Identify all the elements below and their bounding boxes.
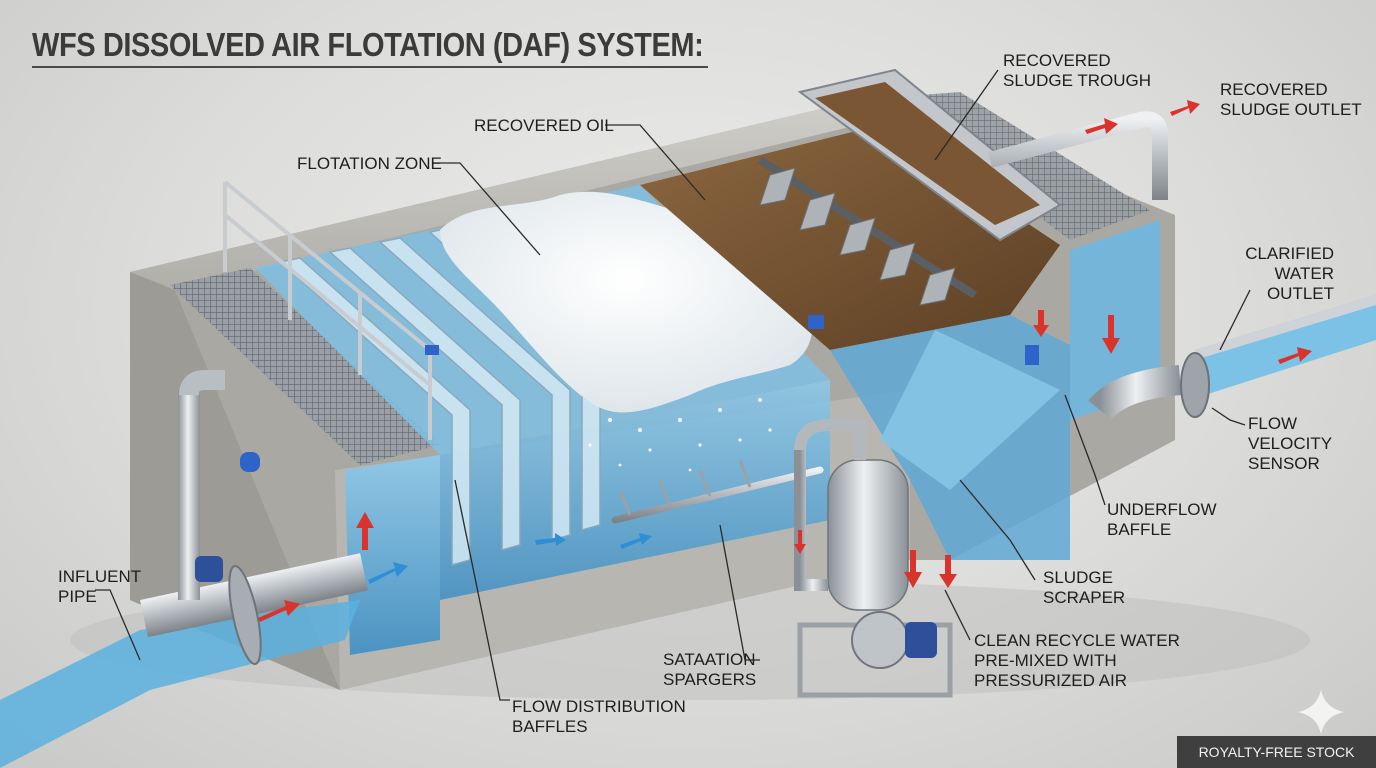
left-walkway-grating [170, 268, 440, 465]
inlet-chamber-water [345, 455, 440, 655]
label-recovered-oil: RECOVERED OIL [474, 116, 614, 135]
watermark-star-icon [1298, 690, 1344, 734]
stock-watermark-banner: ROYALTY-FREE STOCK IMAGE [1177, 736, 1376, 768]
walkway-railing [223, 180, 432, 440]
baffle-channel-water [440, 380, 830, 600]
label-flotation-zone: FLOTATION ZONE [297, 154, 442, 173]
diagram-title: WFS DISSOLVED AIR FLOTATION (DAF) SYSTEM… [32, 26, 704, 63]
flow-arrows [258, 100, 1312, 622]
leader-lines [95, 69, 1251, 701]
saturation-sparger-pipes [611, 466, 824, 524]
scraper-flights [759, 167, 956, 306]
foam-bubbles [588, 398, 772, 472]
clarified-water-outlet-pipe [1088, 295, 1376, 421]
recycle-pump [851, 611, 937, 669]
level-sensors [240, 315, 1039, 472]
tank-top-rim [130, 95, 920, 290]
title-underline [32, 66, 708, 68]
influent-pipe-assembly [0, 370, 368, 768]
sparger-nozzles [618, 459, 752, 516]
clarified-water-chamber [1070, 220, 1160, 420]
underflow-baffle-plate [880, 330, 1060, 490]
water-direction-arrows [368, 533, 652, 584]
sludge-outlet-pipe [987, 111, 1168, 200]
sludge-trough-content [815, 82, 1040, 225]
